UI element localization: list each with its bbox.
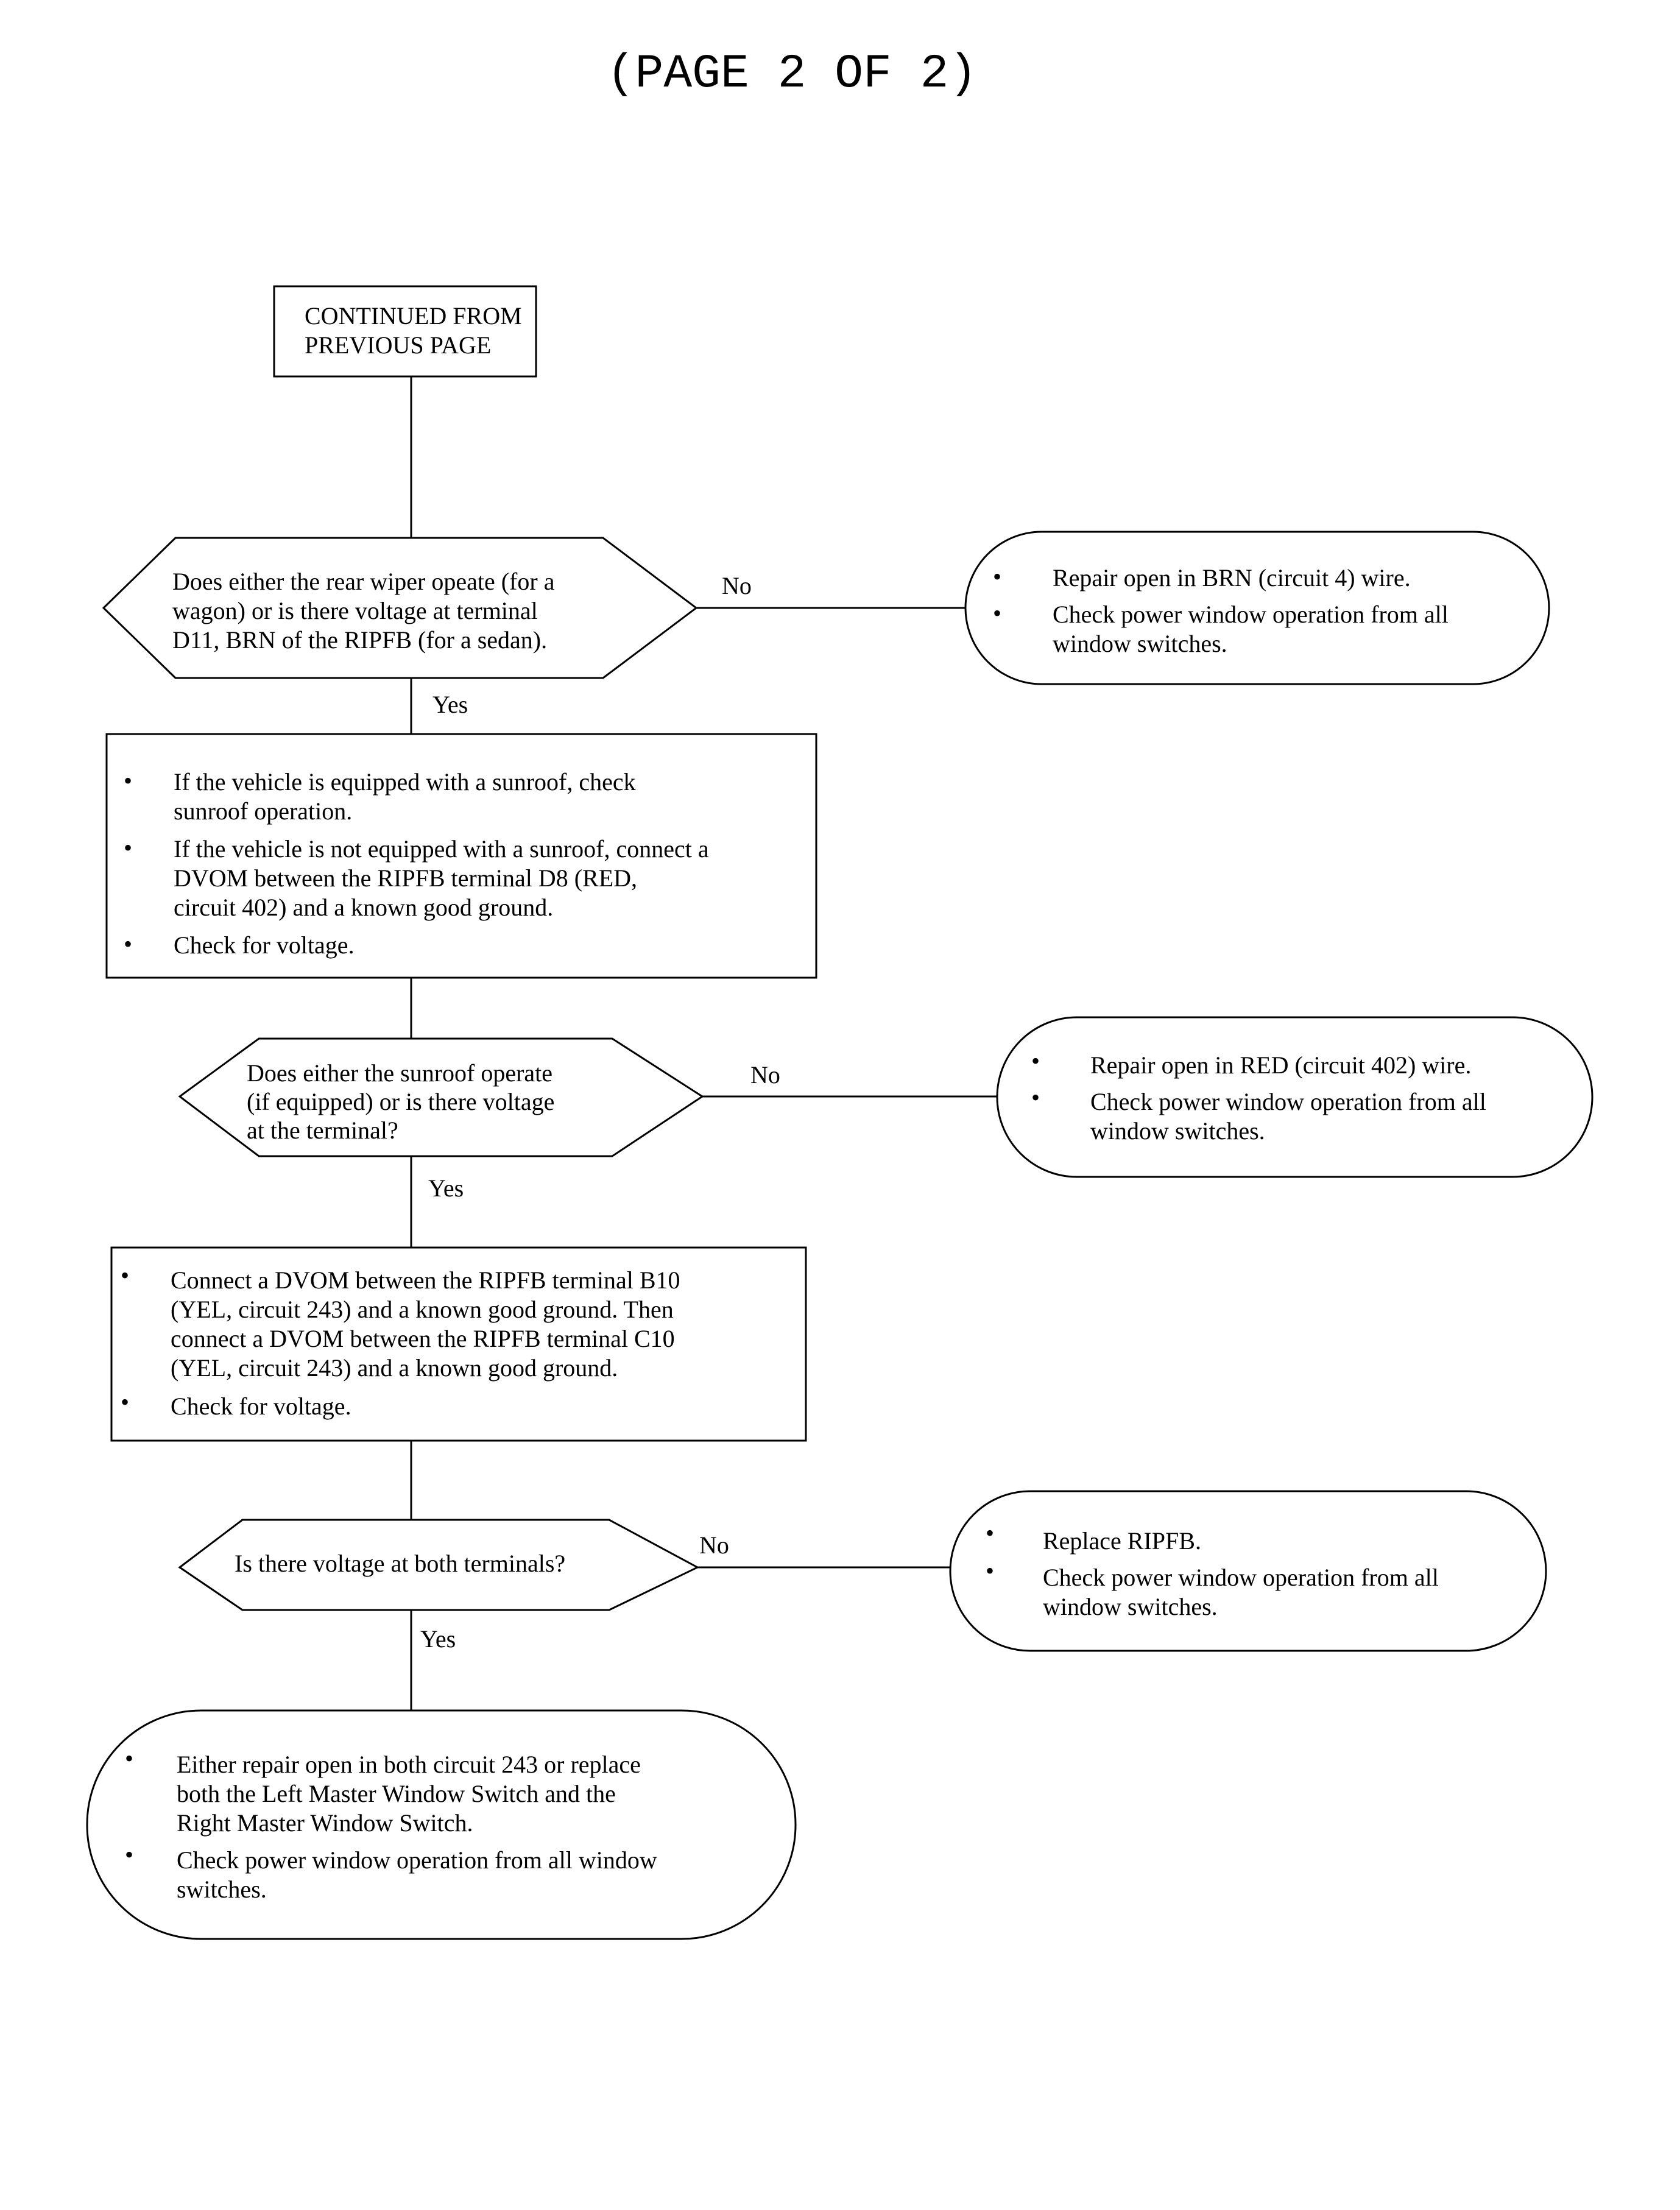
outcome-1: • Repair open in BRN (circuit 4) wire. •… [964,531,1550,685]
decision-2-no-label: No [750,1061,780,1089]
step-1-item-2-line-3: circuit 402) and a known good ground. [174,894,553,921]
decision-3-yes-label: Yes [420,1625,456,1653]
step-2-item-1-line-4: (YEL, circuit 243) and a known good grou… [171,1354,618,1382]
final-action: • Either repair open in both circuit 243… [86,1709,797,1940]
final-bullet-2: • [125,1841,133,1868]
decision-2: Does either the sunroof operate (if equi… [178,1037,780,1202]
start-box: CONTINUED FROM PREVIOUS PAGE [273,285,537,378]
outcome-2-bullet-2: • [1031,1084,1040,1111]
outcome-2: • Repair open in RED (circuit 402) wire.… [996,1016,1594,1178]
outcome-2-item-2-line-1: Check power window operation from all [1090,1088,1486,1115]
outcome-3-bullet-2: • [986,1557,994,1584]
start-line-1: CONTINUED FROM [305,302,522,330]
step-2-bullet-1: • [121,1262,129,1289]
decision-2-line-3: at the terminal? [247,1117,398,1144]
decision-2-line-1: Does either the sunroof operate [247,1059,552,1087]
final-item-1-line-3: Right Master Window Switch. [177,1809,473,1837]
outcome-2-bullet-1: • [1031,1047,1040,1075]
decision-1-line-2: wagon) or is there voltage at terminal [172,597,538,624]
start-line-2: PREVIOUS PAGE [305,331,491,359]
outcome-3-item-1-line-1: Replace RIPFB. [1043,1527,1201,1555]
step-1-item-2-line-2: DVOM between the RIPFB terminal D8 (RED, [174,864,637,892]
outcome-3-item-2-line-2: window switches. [1043,1593,1218,1620]
step-1-bullet-3: • [124,930,132,958]
step-1-item-3-line-1: Check for voltage. [174,931,355,959]
decision-1: Does either the rear wiper opeate (for a… [102,537,752,718]
step-2-item-1-line-1: Connect a DVOM between the RIPFB termina… [171,1266,680,1294]
outcome-1-item-2-line-1: Check power window operation from all [1053,601,1449,628]
step-2: • Connect a DVOM between the RIPFB termi… [110,1246,807,1442]
decision-3-no-label: No [699,1531,729,1559]
decision-1-line-3: D11, BRN of the RIPFB (for a sedan). [172,626,547,654]
step-1-item-1-line-2: sunroof operation. [174,797,352,825]
outcome-1-bullet-2: • [993,599,1001,627]
decision-1-no-label: No [722,572,752,599]
final-bullet-1: • [125,1745,133,1772]
final-item-2-line-2: switches. [177,1876,267,1903]
step-2-item-1-line-2: (YEL, circuit 243) and a known good grou… [171,1296,674,1323]
decision-1-yes-label: Yes [432,691,468,718]
step-2-item-1-line-3: connect a DVOM between the RIPFB termina… [171,1325,675,1352]
step-1-item-1-line-1: If the vehicle is equipped with a sunroo… [174,768,636,796]
outcome-1-item-1-line-1: Repair open in BRN (circuit 4) wire. [1053,564,1411,591]
page-title: (PAGE 2 OF 2) [607,48,978,101]
decision-1-line-1: Does either the rear wiper opeate (for a [172,568,555,595]
outcome-3-item-2-line-1: Check power window operation from all [1043,1564,1439,1591]
final-item-1-line-2: both the Left Master Window Switch and t… [177,1780,616,1807]
step-1-bullet-1: • [124,767,132,794]
decision-3-line-1: Is there voltage at both terminals? [235,1550,565,1577]
decision-2-yes-label: Yes [428,1174,464,1202]
step-2-bullet-2: • [121,1388,129,1416]
step-1-bullet-2: • [124,834,132,861]
outcome-2-item-2-line-2: window switches. [1090,1117,1265,1145]
decision-2-line-2: (if equipped) or is there voltage [247,1088,554,1115]
outcome-3: • Replace RIPFB. • Check power window op… [949,1490,1547,1652]
outcome-2-item-1-line-1: Repair open in RED (circuit 402) wire. [1090,1051,1471,1079]
decision-3: Is there voltage at both terminals? No Y… [178,1519,729,1653]
outcome-1-item-2-line-2: window switches. [1053,630,1227,657]
step-2-item-2-line-1: Check for voltage. [171,1393,351,1420]
final-item-2-line-1: Check power window operation from all wi… [177,1846,657,1874]
step-1: • If the vehicle is equipped with a sunr… [105,733,817,979]
outcome-3-bullet-1: • [986,1519,994,1547]
outcome-1-bullet-1: • [993,563,1001,590]
step-1-item-2-line-1: If the vehicle is not equipped with a su… [174,835,709,863]
final-item-1-line-1: Either repair open in both circuit 243 o… [177,1751,641,1778]
